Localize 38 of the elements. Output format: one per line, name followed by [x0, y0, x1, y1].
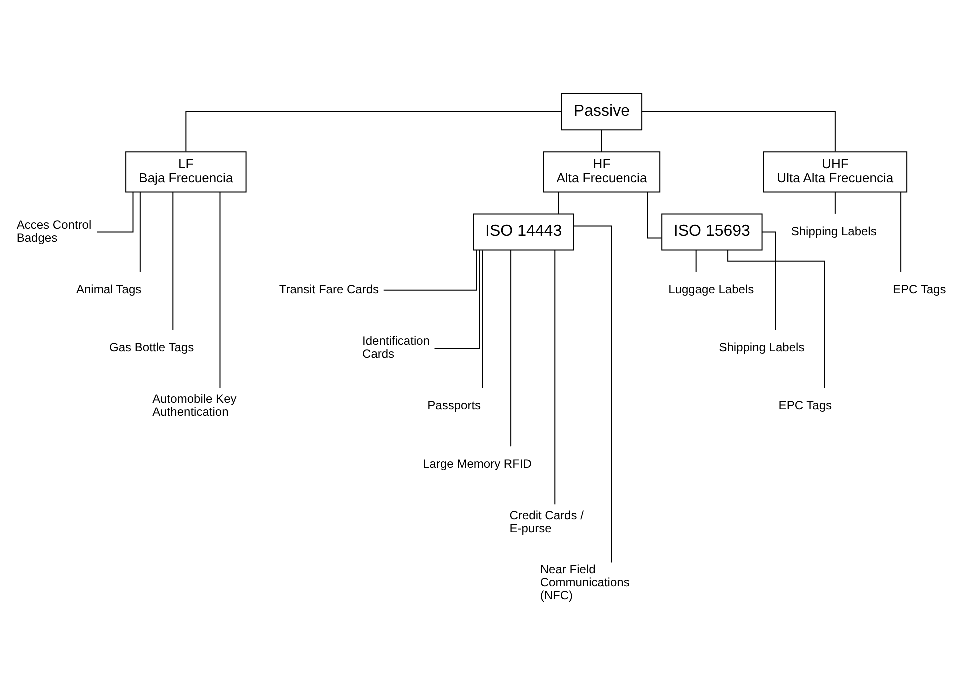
node-text: Animal Tags — [76, 282, 142, 296]
node-box: LF Baja Frecuencia — [126, 152, 247, 193]
connector — [96, 192, 134, 233]
connector — [642, 112, 836, 152]
node-text: Identification Cards — [362, 334, 430, 362]
node-text: Shipping Labels — [719, 340, 805, 355]
node-text: Near Field Communications (NFC) — [540, 562, 630, 603]
connector — [554, 250, 556, 506]
connector — [696, 250, 697, 273]
node-text: EPC Tags — [893, 282, 946, 296]
node-text: Credit Cards / E-purse — [510, 508, 584, 536]
node-box: UHF Ulta Alta Frecuencia — [763, 152, 908, 193]
connector — [172, 192, 174, 331]
node-text: Shipping Labels — [791, 224, 877, 238]
node-box: ISO 14443 — [473, 214, 574, 251]
connector — [220, 192, 221, 389]
node-text: Acces Control Badges — [16, 218, 92, 245]
connector — [140, 192, 141, 273]
node-text: Gas Bottle Tags — [110, 340, 194, 355]
node-text: Transit Fare Cards — [279, 282, 380, 296]
connector — [434, 250, 480, 349]
connector — [186, 112, 562, 152]
node-text: EPC Tags — [778, 398, 832, 413]
connector — [510, 250, 512, 448]
node-text: Passports — [428, 398, 482, 413]
node-box: HF Alta Frecuencia — [543, 152, 661, 193]
connector — [383, 250, 478, 291]
node-box: Passive — [561, 94, 643, 131]
node-text: Automobile Key Authentication — [152, 392, 237, 420]
connector — [558, 192, 560, 214]
connector — [482, 250, 484, 390]
connector — [834, 192, 836, 214]
connector — [900, 192, 902, 273]
node-box: ISO 15693 — [662, 214, 763, 251]
connector — [601, 130, 602, 153]
node-text: Large Memory RFID — [423, 456, 532, 471]
connector — [573, 226, 612, 564]
node-text: Luggage Labels — [668, 282, 754, 296]
